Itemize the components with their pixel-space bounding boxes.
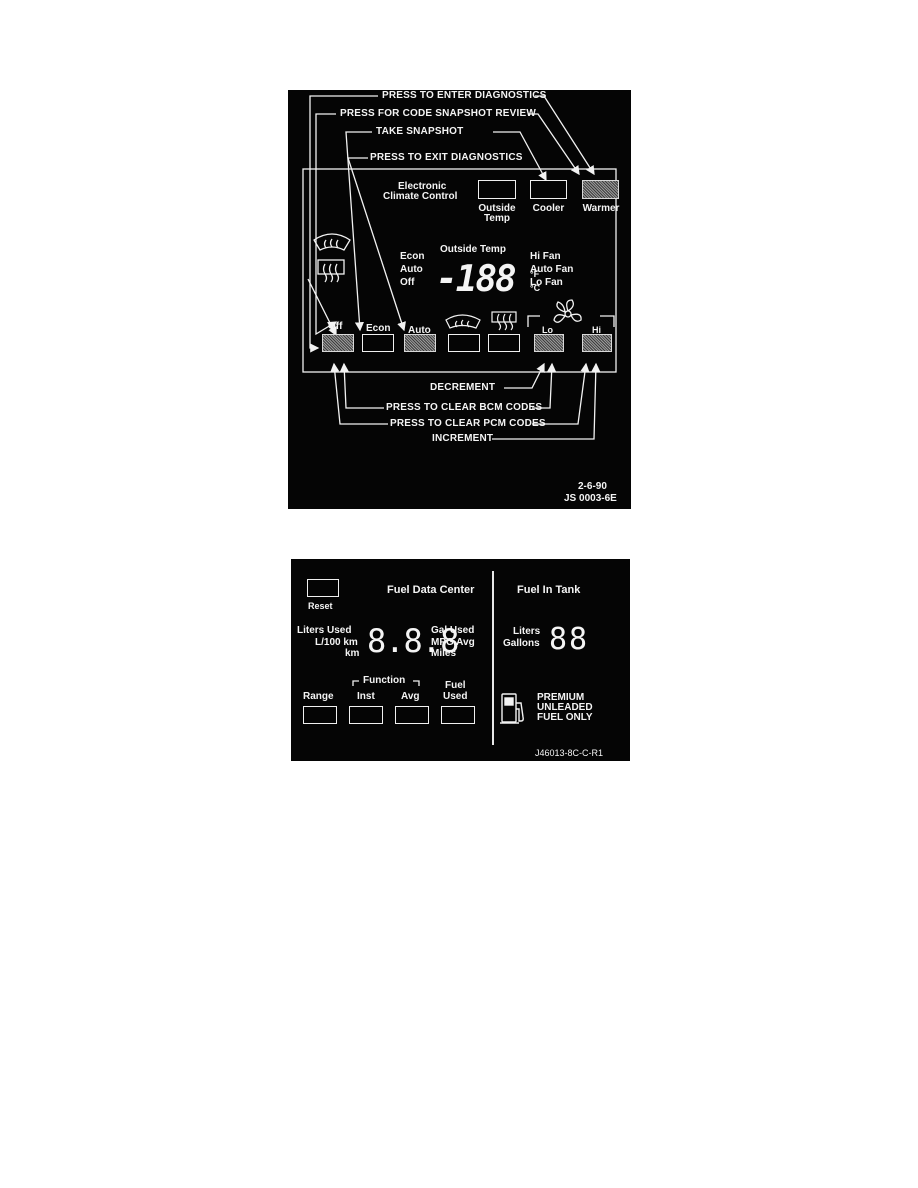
rear-defrost-button-icon — [491, 311, 517, 331]
function-label: Function — [363, 675, 406, 686]
reference-date: 2-6-90 — [578, 481, 607, 492]
hi-fan-button[interactable] — [582, 334, 612, 352]
leader-pcm-left — [330, 362, 388, 425]
econ-label: Econ — [366, 323, 391, 334]
display-label: Outside Temp — [440, 244, 506, 255]
leader-enter-right — [535, 95, 595, 176]
fan-auto: Auto Fan — [530, 264, 574, 275]
fuel-pump-icon — [500, 693, 524, 724]
fan-bracket-left — [527, 315, 540, 327]
callout-decrement: DECREMENT — [430, 382, 496, 393]
leader-review-right — [528, 113, 580, 176]
cooler-label: Cooler — [532, 203, 565, 214]
gal-used-label: Gal Used — [431, 625, 475, 636]
premium-line1: PREMIUM — [537, 692, 585, 703]
windshield-defrost-icon — [313, 233, 351, 251]
premium-line2: UNLEADED — [537, 702, 593, 713]
rear-defrost-icon — [317, 259, 345, 283]
liters-used-label: Liters Used — [297, 625, 352, 636]
inst-button[interactable] — [349, 706, 383, 724]
off-button[interactable] — [322, 334, 354, 352]
mode-econ: Econ — [400, 251, 425, 262]
callout-take-snapshot: TAKE SNAPSHOT — [376, 126, 464, 137]
callout-snapshot-review: PRESS FOR CODE SNAPSHOT REVIEW — [340, 108, 537, 119]
callout-exit-diagnostics: PRESS TO EXIT DIAGNOSTICS — [370, 152, 523, 163]
leader-bcm-left — [339, 362, 384, 409]
leader-snapshot-left — [345, 131, 372, 332]
callout-leader-lines — [302, 95, 617, 440]
leader-increment — [492, 362, 601, 440]
windshield-defrost-button-icon — [445, 314, 481, 329]
function-bracket — [352, 680, 420, 686]
fan-bracket-right — [600, 315, 615, 327]
auto-button[interactable] — [404, 334, 436, 352]
fuel-used-button[interactable] — [441, 706, 475, 724]
panel-title-line2: Climate Control — [383, 191, 458, 202]
miles-label: Miles — [431, 648, 457, 659]
outside-temp-label-1: Outside — [478, 203, 516, 214]
inst-label: Inst — [357, 691, 375, 702]
warmer-label: Warmer — [582, 203, 620, 214]
auto-label: Auto — [408, 325, 431, 336]
unit-celsius: °C — [530, 283, 541, 293]
range-label: Range — [303, 691, 334, 702]
leader-bcm-right — [532, 362, 557, 409]
fan-icon — [553, 299, 582, 323]
panel-divider — [492, 571, 494, 745]
leader-off-top — [307, 278, 337, 337]
fan-hi: Hi Fan — [530, 251, 561, 262]
fuel-used-label-1: Fuel — [445, 680, 466, 691]
l-per-100km-label: L/100 km — [315, 637, 358, 648]
climate-control-diagram: PRESS TO ENTER DIAGNOSTICS PRESS FOR COD… — [288, 90, 631, 509]
temperature-readout: -188 — [436, 259, 517, 300]
fuel-digit-readout: 8.8.8 — [367, 622, 459, 660]
leader-exit — [347, 157, 406, 332]
outside-temp-label-2: Temp — [484, 213, 510, 224]
reset-button[interactable] — [307, 579, 339, 597]
callout-clear-pcm: PRESS TO CLEAR PCM CODES — [390, 418, 546, 429]
leader-snapshot-right — [493, 131, 547, 182]
leader-review-left — [315, 113, 338, 336]
outside-temp-button[interactable] — [478, 180, 516, 199]
econ-button[interactable] — [362, 334, 394, 352]
fuel-in-tank-title: Fuel In Tank — [517, 584, 581, 596]
avg-button[interactable] — [395, 706, 429, 724]
tank-digit-readout: 88 — [549, 622, 590, 657]
mpg-avg-label: MPG Avg — [431, 637, 475, 648]
fan-lo: Lo Fan — [530, 277, 563, 288]
fuel-reference-code: J46013-8C-C-R1 — [535, 748, 604, 758]
callout-enter-diagnostics: PRESS TO ENTER DIAGNOSTICS — [382, 90, 547, 101]
unit-fahrenheit: °F — [530, 269, 540, 279]
premium-line3: FUEL ONLY — [537, 712, 593, 723]
warmer-button[interactable] — [582, 180, 619, 199]
fuel-used-label-2: Used — [443, 691, 468, 702]
lo-fan-button[interactable] — [534, 334, 564, 352]
lo-label: Lo — [542, 325, 553, 335]
rear-defrost-button[interactable] — [488, 334, 520, 352]
km-label: km — [345, 648, 360, 659]
reset-label: Reset — [308, 601, 333, 611]
callout-clear-bcm: PRESS TO CLEAR BCM CODES — [386, 402, 543, 413]
callout-increment: INCREMENT — [432, 433, 494, 444]
display-frame — [302, 168, 617, 373]
leader-decrement — [504, 362, 545, 389]
leader-enter-left — [309, 95, 378, 353]
fuel-data-center-title: Fuel Data Center — [387, 584, 475, 596]
off-label: Off — [328, 321, 343, 332]
panel-title-line1: Electronic — [398, 181, 447, 192]
cooler-button[interactable] — [530, 180, 567, 199]
fuel-data-center-diagram: Reset Fuel Data Center Liters Used L/100… — [291, 559, 630, 761]
reference-code: JS 0003-6E — [564, 493, 617, 504]
mode-auto: Auto — [400, 264, 423, 275]
front-defrost-button[interactable] — [448, 334, 480, 352]
leader-pcm-right — [532, 362, 590, 425]
tank-gallons-label: Gallons — [503, 638, 540, 649]
tank-liters-label: Liters — [513, 626, 541, 637]
avg-label: Avg — [401, 691, 420, 702]
mode-off: Off — [400, 277, 415, 288]
range-button[interactable] — [303, 706, 337, 724]
hi-label: Hi — [592, 325, 601, 335]
